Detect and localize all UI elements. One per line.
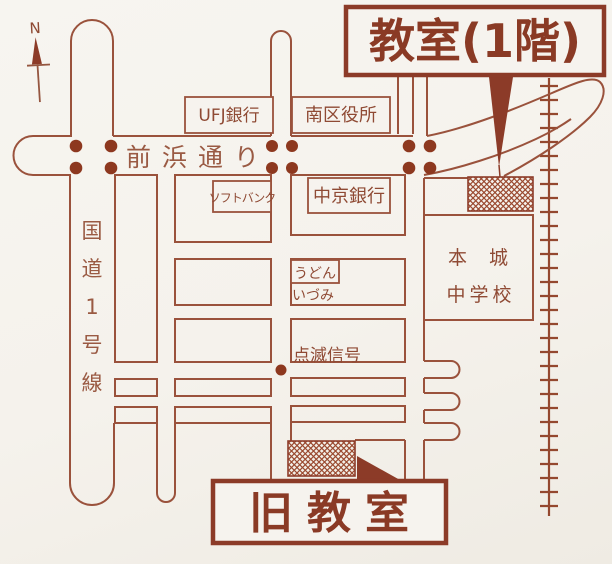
- traffic-signal-dots: [69, 139, 437, 376]
- school-name-line2: 中学校: [446, 284, 515, 306]
- classroom-callout-arrow-tip: [498, 164, 501, 178]
- compass-arrowhead: [31, 37, 42, 65]
- block: [290, 405, 406, 423]
- block: [114, 406, 158, 424]
- curved-route-inner: [423, 118, 572, 176]
- minami-ward-office-label: 南区役所: [305, 105, 377, 126]
- maehama-street-label: 前浜通り: [126, 143, 270, 172]
- railway-track-icon: [540, 78, 558, 516]
- block: [290, 174, 406, 236]
- old-classroom-callout-label: 旧教室: [249, 488, 423, 539]
- railway-ticks: [540, 84, 558, 508]
- curved-route-outer: [426, 78, 605, 177]
- ufj-bank-box: [184, 96, 274, 134]
- east-block-edges: [397, 77, 428, 136]
- classroom-callout-box: [343, 4, 607, 78]
- chukyo-bank-label: 中京銀行: [313, 186, 385, 207]
- block: [290, 377, 406, 397]
- softbank-box: [212, 180, 272, 213]
- block: [290, 318, 406, 363]
- softbank-label: ソフトバンク: [209, 191, 276, 205]
- classroom-callout-arrow: [489, 77, 513, 167]
- lower-street-edges: [156, 422, 406, 493]
- udon-box: [290, 259, 340, 284]
- school-name-line1: 本 城: [448, 247, 516, 269]
- old-classroom-callout-arrow: [357, 456, 400, 480]
- blinking-signal-label: 点滅信号: [293, 346, 361, 366]
- school-block: [423, 214, 534, 321]
- compass-north-icon: N: [26, 19, 51, 103]
- route1-road-top-cap: [70, 19, 114, 136]
- minami-ward-office-box: [291, 96, 391, 134]
- blinking-signal-dot: [275, 364, 287, 376]
- dead-end-cap: [156, 492, 176, 503]
- block: [174, 258, 272, 306]
- ufj-bank-label: UFJ銀行: [198, 106, 259, 126]
- block: [174, 318, 272, 363]
- dead-end-stubs: [424, 360, 461, 441]
- block: [174, 378, 272, 397]
- classroom-location-hatch: [467, 176, 534, 212]
- center-street-north: [270, 30, 292, 136]
- route1-road-outline: [12, 41, 115, 506]
- connector-edges: [355, 177, 468, 441]
- old-classroom-location-hatch: [287, 440, 356, 477]
- old-classroom-callout-box: [210, 478, 449, 546]
- compass-north-label: N: [29, 19, 41, 38]
- block: [114, 378, 158, 397]
- chukyo-bank-box: [307, 177, 391, 214]
- place-labels: UFJ銀行 南区役所 ソフトバンク 中京銀行 うどん いづみ 点滅信号 本 城 …: [184, 96, 516, 366]
- block: [114, 174, 158, 363]
- block: [174, 406, 272, 424]
- udon-label: うどん: [294, 266, 336, 282]
- classroom-callout-label: 教室(1階): [369, 14, 581, 68]
- izumi-label: いづみ: [292, 288, 334, 304]
